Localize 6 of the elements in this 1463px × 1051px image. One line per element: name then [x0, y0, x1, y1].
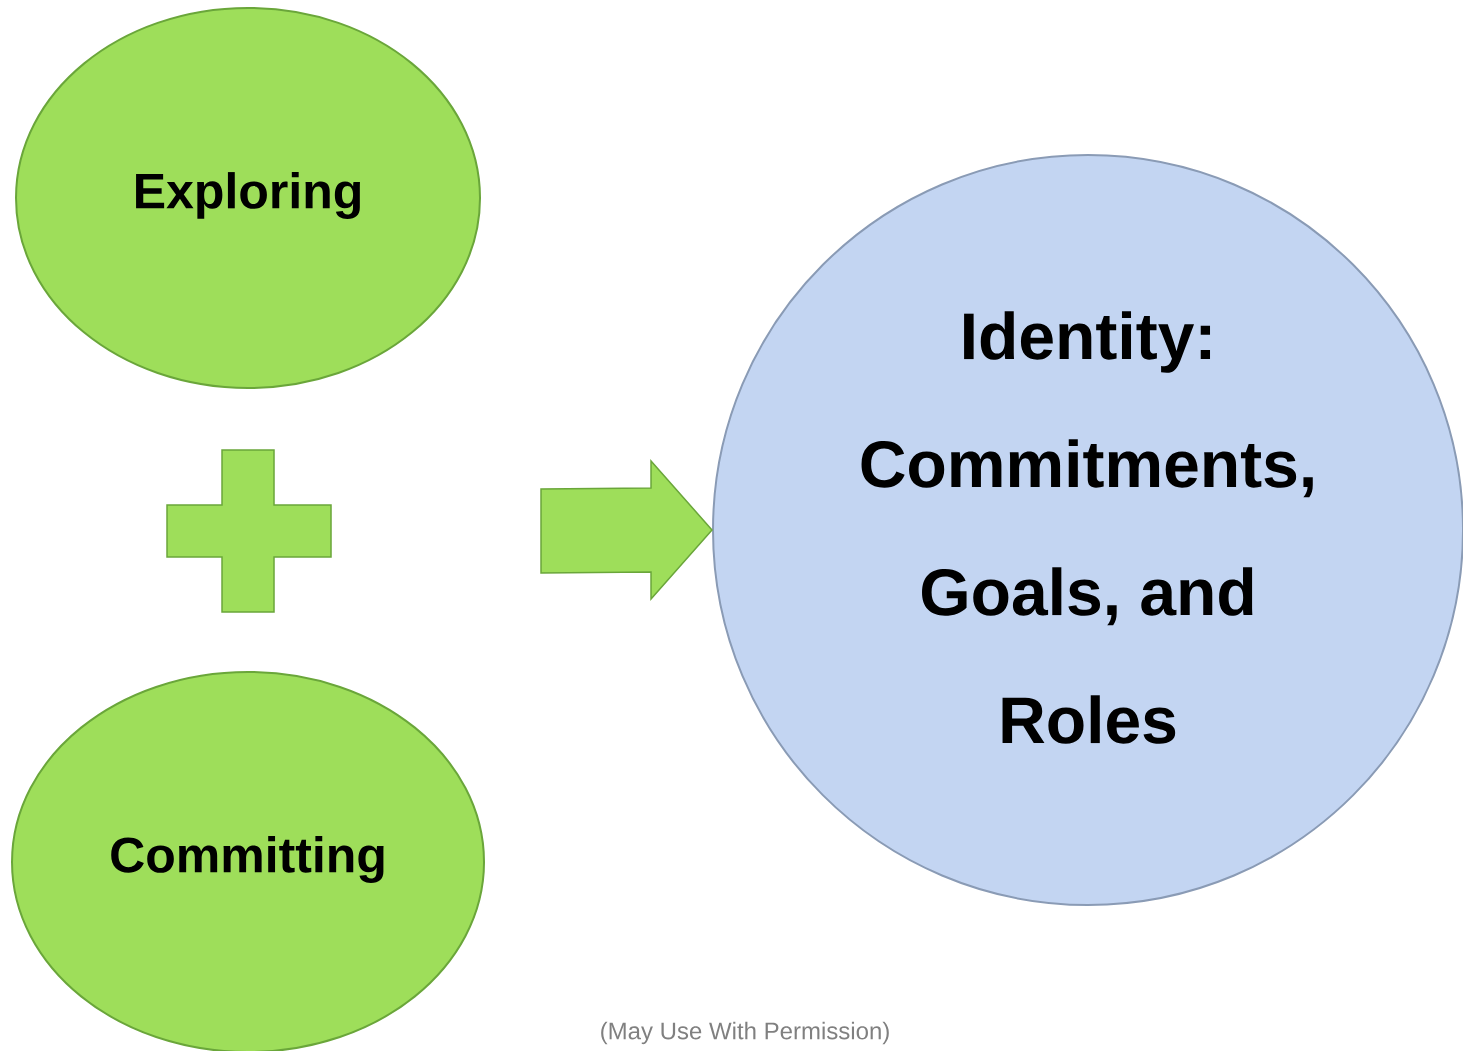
block-arrow — [540, 459, 713, 601]
note: (May Use With Permission) — [601, 1021, 889, 1045]
circle-node: Identity: Commitments, Goals, and Roles — [712, 154, 1463, 906]
ellipse-node: Exploring — [15, 7, 481, 389]
plus-sign — [166, 449, 332, 613]
ellipse-node: Committing — [11, 671, 485, 1051]
